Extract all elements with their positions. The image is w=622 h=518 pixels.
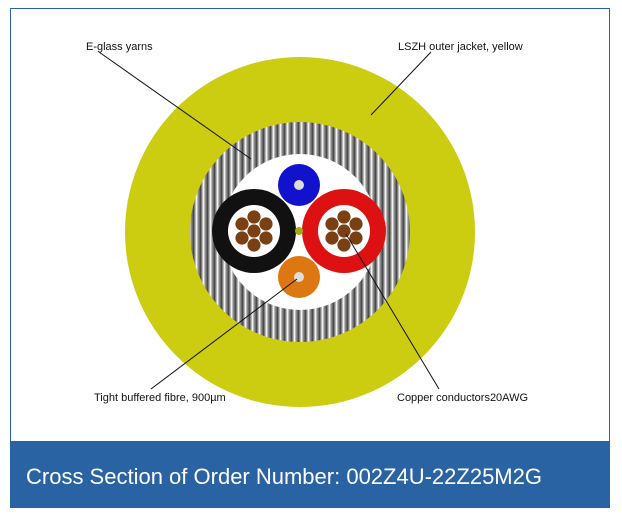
red-copper-conductor: [302, 189, 386, 273]
leader-fibre: [150, 278, 298, 390]
cable-cross-section: E-glass yarns LSZH outer jacket, yellow …: [11, 9, 609, 441]
label-outer-jacket: LSZH outer jacket, yellow: [398, 41, 523, 53]
black-copper-conductor: [212, 189, 296, 273]
leader-e-glass: [98, 51, 252, 160]
leader-copper: [345, 233, 440, 390]
caption-title: Cross Section of Order Number: 002Z4U-22…: [26, 464, 542, 489]
label-e-glass-yarns: E-glass yarns: [86, 41, 153, 53]
caption-bar: Cross Section of Order Number: 002Z4U-22…: [11, 441, 609, 507]
blue-fibre: [278, 164, 320, 206]
diagram-frame: E-glass yarns LSZH outer jacket, yellow …: [10, 8, 610, 508]
central-element: [295, 227, 303, 235]
orange-fibre: [278, 256, 320, 298]
leader-jacket: [370, 51, 432, 116]
label-copper-conductors: Copper conductors20AWG: [397, 392, 528, 404]
label-tight-buffered-fibre: Tight buffered fibre, 900µm: [94, 392, 226, 404]
